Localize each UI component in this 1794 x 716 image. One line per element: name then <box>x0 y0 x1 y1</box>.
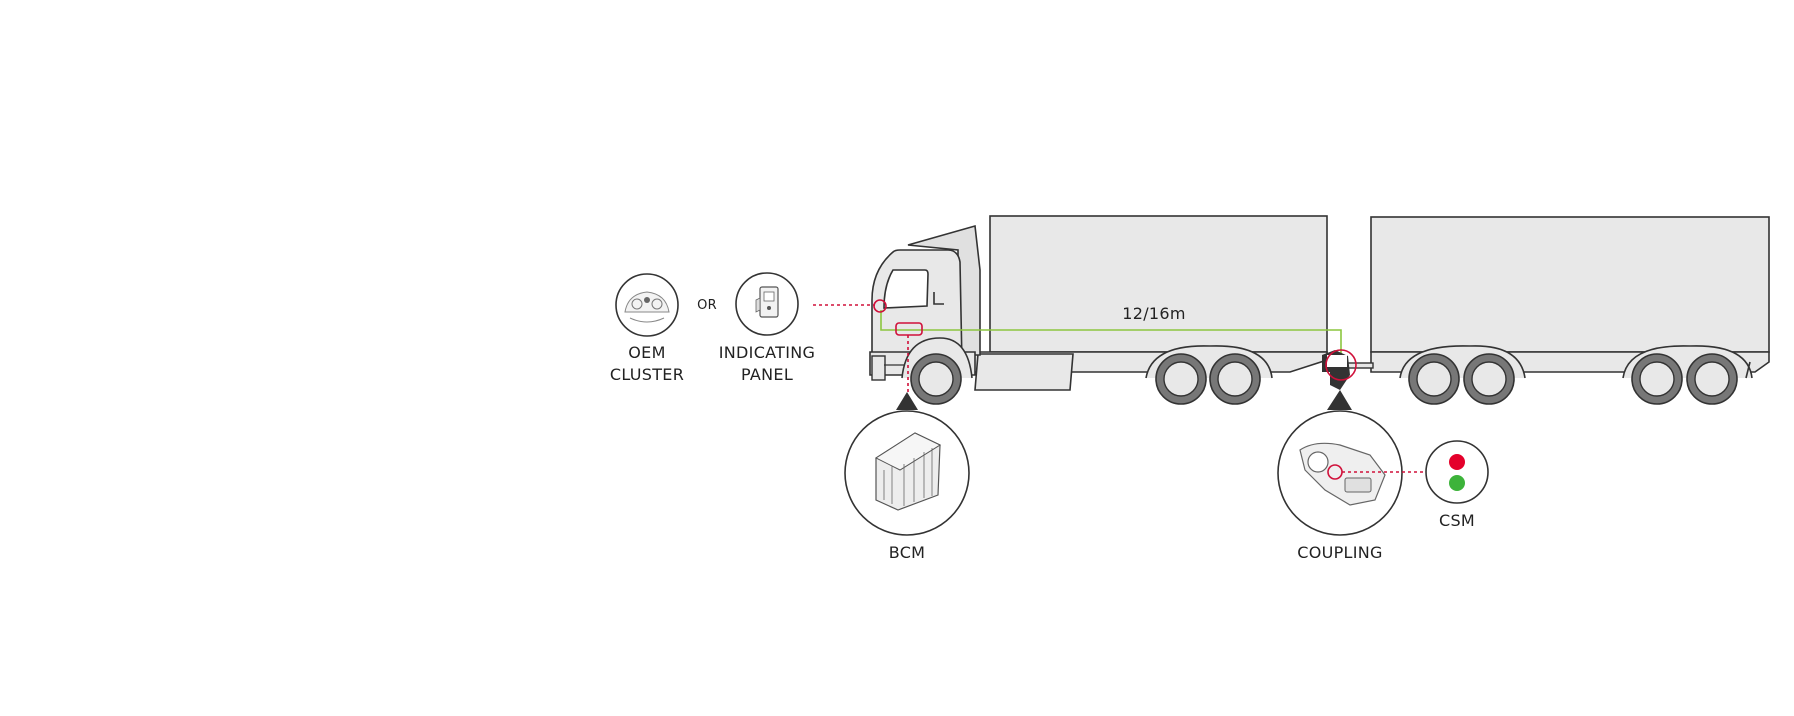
cab-connection-marker <box>873 299 887 313</box>
bcm-label: BCM <box>888 543 926 562</box>
wheel <box>1408 353 1460 405</box>
or-label: OR <box>697 298 717 313</box>
status-lights-icon <box>1425 440 1489 504</box>
oem-label-line2: CLUSTER <box>609 365 685 384</box>
coupling-head <box>1322 349 1357 390</box>
panel-label-line2: PANEL <box>740 365 794 384</box>
csm-label: CSM <box>1438 511 1476 530</box>
wheel <box>910 353 962 405</box>
cable-run <box>880 310 1342 355</box>
wheels <box>910 353 1738 405</box>
indicating-panel-label: INDICATING PANEL <box>707 342 827 386</box>
dashboard-cluster-icon <box>615 273 679 337</box>
bcm-location-marker <box>895 322 923 336</box>
control-module-icon <box>844 410 970 536</box>
trailer <box>1344 216 1770 379</box>
panel-label-line1: INDICATING <box>718 343 816 362</box>
trailer-coupling-icon <box>1277 410 1403 536</box>
wheel <box>1209 353 1261 405</box>
length-label: 12/16m <box>1122 304 1186 323</box>
wheel <box>1686 353 1738 405</box>
coupling-label: COUPLING <box>1297 543 1383 562</box>
oem-label-line1: OEM <box>628 343 666 362</box>
indicating-panel-icon <box>735 272 799 336</box>
wheel <box>1631 353 1683 405</box>
wheel <box>1155 353 1207 405</box>
wheel <box>1463 353 1515 405</box>
oem-cluster-label: OEM CLUSTER <box>597 342 697 386</box>
